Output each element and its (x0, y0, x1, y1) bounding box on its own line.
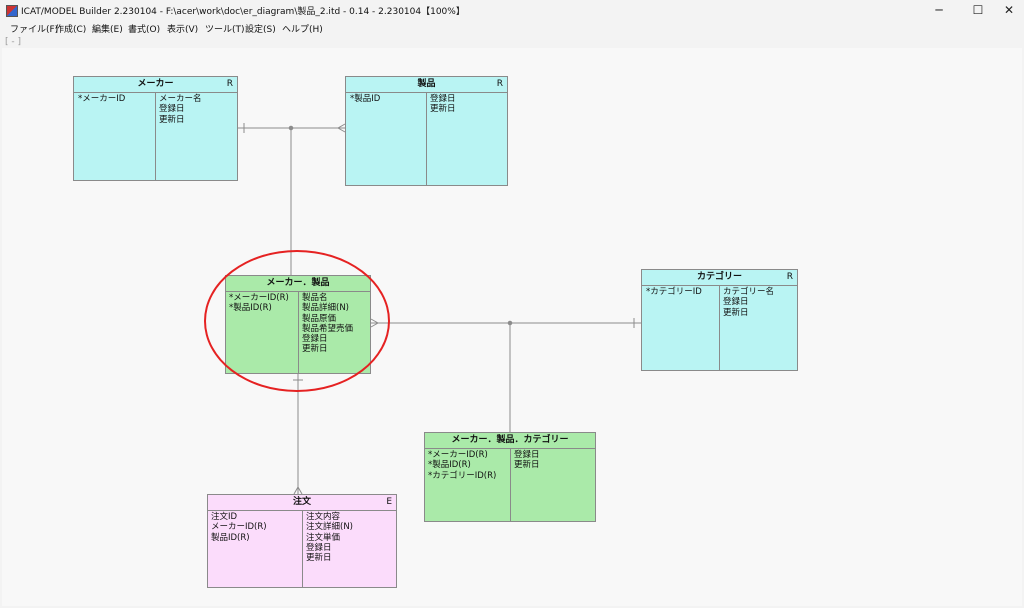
entity-product-header: 製品 R (346, 77, 507, 93)
attr-field: 登録日 (159, 104, 185, 115)
attr-field: 更新日 (159, 114, 185, 125)
close-button[interactable]: ✕ (1003, 3, 1015, 17)
entity-maker-header: メーカー R (74, 77, 237, 93)
entity-mpc-title: メーカー．製品．カテゴリー (451, 435, 569, 445)
entity-mpc-keys: *メーカーID(R) *製品ID(R) *カテゴリーID(R) (428, 450, 496, 481)
entity-maker-tag: R (226, 79, 233, 89)
entity-product-tag: R (496, 79, 503, 89)
entity-category-header: カテゴリー R (642, 270, 797, 286)
entity-maker-title: メーカー (137, 79, 174, 89)
title-bar: ICAT/MODEL Builder 2.230104 - F:\acer\wo… (0, 0, 1024, 20)
highlight-ellipse (204, 250, 390, 392)
menu-help[interactable]: ヘルプ(H) (282, 25, 323, 35)
entity-order-title: 注文 (292, 497, 311, 507)
column-divider (719, 285, 720, 370)
entity-maker[interactable]: メーカー R *メーカーID メーカー名 登録日 更新日 (73, 76, 238, 181)
key-field: *メーカーID (78, 94, 126, 104)
entity-category-tag: R (786, 272, 793, 282)
key-field: *製品ID (350, 94, 381, 104)
order-many-mark (293, 485, 303, 495)
key-field: *製品ID(R) (428, 460, 471, 471)
entity-mpc-attrs: 登録日 更新日 (514, 450, 540, 471)
entity-category[interactable]: カテゴリー R *カテゴリーID カテゴリー名 登録日 更新日 (641, 269, 798, 371)
entity-order-keys: 注文ID メーカーID(R) 製品ID(R) (211, 512, 267, 543)
menu-create[interactable]: 作成(C) (55, 25, 87, 35)
entity-order-tag: E (386, 497, 392, 507)
key-field: *カテゴリーID (646, 287, 702, 297)
column-divider (155, 92, 156, 180)
attr-field: 更新日 (723, 307, 749, 318)
menu-file[interactable]: ファイル(F) (10, 25, 59, 35)
entity-product-title: 製品 (417, 79, 436, 89)
attr-field: 注文単価 (306, 532, 341, 543)
menu-format[interactable]: 書式(O) (128, 25, 161, 35)
app-icon (6, 5, 18, 17)
key-field: *カテゴリーID(R) (428, 470, 497, 481)
entity-order-header: 注文 E (208, 495, 396, 511)
entity-mpc-header: メーカー．製品．カテゴリー (425, 433, 595, 449)
attr-field: 登録日 (723, 297, 749, 308)
entity-order[interactable]: 注文 E 注文ID メーカーID(R) 製品ID(R) 注文内容 注文詳細(N)… (207, 494, 397, 588)
menu-view[interactable]: 表示(V) (167, 25, 199, 35)
key-field: 製品ID(R) (211, 532, 250, 543)
breadcrumb: [ - ] (5, 37, 21, 47)
attr-field: 更新日 (514, 460, 540, 471)
attr-field: 更新日 (430, 104, 456, 115)
menu-settings[interactable]: 設定(S) (245, 25, 276, 35)
key-field: 注文ID (211, 512, 238, 522)
menu-bar: ファイル(F) 作成(C) 編集(E) 書式(O) 表示(V) ツール(T) 設… (0, 20, 1024, 36)
column-divider (510, 448, 511, 521)
entity-category-keys: *カテゴリーID (646, 287, 702, 297)
minimize-button[interactable]: ─ (935, 3, 943, 17)
maximize-button[interactable]: ☐ (972, 3, 984, 17)
column-divider (302, 510, 303, 587)
attr-field: 登録日 (306, 542, 332, 553)
column-divider (426, 92, 427, 185)
attr-field: メーカー名 (159, 94, 202, 104)
key-field: *メーカーID(R) (428, 450, 488, 460)
attr-field: 更新日 (306, 553, 332, 564)
attr-field: 注文内容 (306, 512, 341, 522)
entity-maker-attrs: メーカー名 登録日 更新日 (159, 94, 202, 125)
attr-field: カテゴリー名 (723, 287, 775, 297)
attr-field: 登録日 (430, 94, 456, 104)
entity-order-attrs: 注文内容 注文詳細(N) 注文単価 登録日 更新日 (306, 512, 353, 563)
menu-tools[interactable]: ツール(T) (205, 25, 245, 35)
entity-product[interactable]: 製品 R *製品ID 登録日 更新日 (345, 76, 508, 186)
entity-category-title: カテゴリー (696, 272, 742, 282)
attr-field: 登録日 (514, 450, 540, 460)
menu-edit[interactable]: 編集(E) (92, 25, 123, 35)
entity-maker-keys: *メーカーID (78, 94, 125, 104)
attr-field: 注文詳細(N) (306, 522, 353, 533)
entity-maker-product-category[interactable]: メーカー．製品．カテゴリー *メーカーID(R) *製品ID(R) *カテゴリー… (424, 432, 596, 522)
entity-product-attrs: 登録日 更新日 (430, 94, 456, 115)
product-many-mark (336, 123, 346, 133)
entity-category-attrs: カテゴリー名 登録日 更新日 (723, 287, 774, 318)
entity-product-keys: *製品ID (350, 94, 380, 104)
key-field: メーカーID(R) (211, 522, 267, 533)
window-title: ICAT/MODEL Builder 2.230104 - F:\acer\wo… (21, 7, 465, 17)
